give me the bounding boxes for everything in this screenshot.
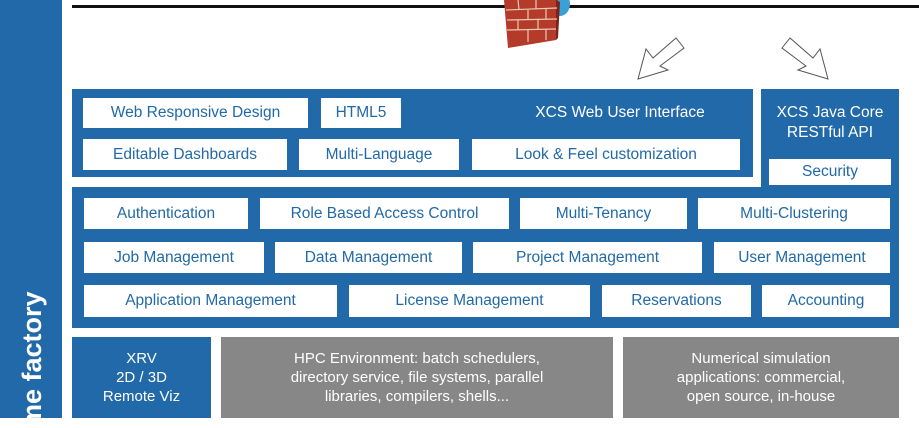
- authentication-item: Authentication: [84, 198, 248, 229]
- user-management-item: User Management: [714, 242, 890, 273]
- side-strip: me factory: [0, 0, 62, 428]
- xrv-line1: XRV: [126, 350, 157, 367]
- xrv-line3: Remote Viz: [102, 388, 181, 405]
- hpc-line1: HPC Environment: batch schedulers,: [294, 350, 540, 367]
- firewall-icon: [504, 0, 570, 48]
- data-management-item: Data Management: [275, 242, 462, 273]
- project-management-item: Project Management: [473, 242, 702, 273]
- outline-arrow-icon-right: [781, 37, 829, 80]
- xrv-line2: 2D / 3D: [116, 369, 167, 386]
- side-label: me factory: [17, 291, 47, 428]
- hpc-line2: directory service, file systems, paralle…: [290, 369, 544, 386]
- numerical-line2: applications: commercial,: [676, 369, 846, 386]
- multi-clustering-item: Multi-Clustering: [698, 198, 890, 229]
- look-and-feel-item: Look & Feel customization: [472, 139, 740, 170]
- features-panel: Authentication Role Based Access Control…: [72, 187, 899, 328]
- java-core-panel: XCS Java Core RESTful API Security: [761, 89, 899, 187]
- multi-language-item: Multi-Language: [299, 139, 459, 170]
- accounting-item: Accounting: [762, 285, 890, 317]
- web-ui-panel: Web Responsive Design HTML5 XCS Web User…: [72, 89, 753, 177]
- application-management-item: Application Management: [84, 285, 337, 317]
- java-core-title-line1: XCS Java Core: [776, 104, 884, 121]
- web-responsive-design-item: Web Responsive Design: [83, 98, 308, 128]
- web-ui-title: XCS Web User Interface: [535, 104, 705, 121]
- outline-arrow-icon-left: [637, 37, 685, 80]
- top-divider: [72, 5, 919, 8]
- numerical-line3: open source, in-house: [686, 388, 836, 405]
- reservations-item: Reservations: [602, 285, 751, 317]
- hpc-line3: libraries, compilers, shells...: [324, 388, 510, 405]
- editable-dashboards-item: Editable Dashboards: [83, 139, 287, 170]
- html5-item: HTML5: [321, 98, 401, 128]
- security-item: Security: [769, 159, 891, 185]
- role-based-access-control-item: Role Based Access Control: [260, 198, 509, 229]
- xrv-box: XRV 2D / 3D Remote Viz: [72, 337, 211, 418]
- license-management-item: License Management: [349, 285, 590, 317]
- java-core-title-line2: RESTful API: [786, 124, 874, 141]
- hpc-environment-box: HPC Environment: batch schedulers, direc…: [221, 337, 613, 418]
- numerical-simulation-box: Numerical simulation applications: comme…: [623, 337, 899, 418]
- numerical-line1: Numerical simulation: [691, 350, 831, 367]
- multi-tenancy-item: Multi-Tenancy: [520, 198, 687, 229]
- job-management-item: Job Management: [84, 242, 264, 273]
